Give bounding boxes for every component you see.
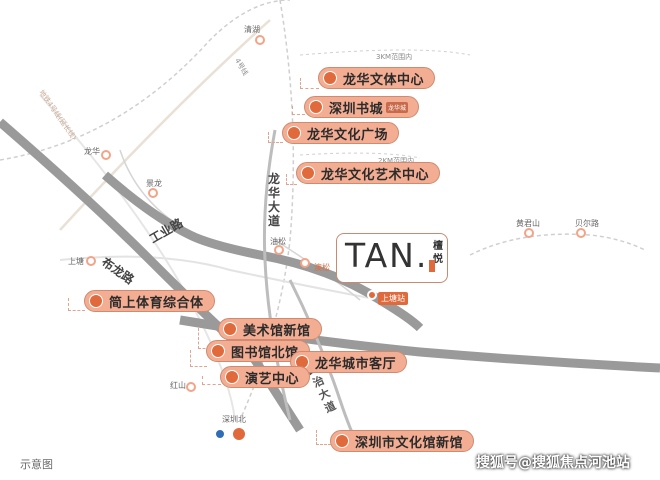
- landmark-label: 龙华文化艺术中心: [321, 167, 430, 183]
- station-node-shangtang-metro: [367, 290, 377, 300]
- station-label-qinghu: 清湖: [244, 25, 260, 34]
- building-icon: [287, 126, 301, 140]
- landmark-label: 龙华城市客厅: [315, 356, 397, 372]
- station-label-jinglong: 景龙: [146, 179, 162, 188]
- leader-10: [316, 430, 331, 445]
- station-node-jinglong: [148, 188, 158, 198]
- leader-5: [68, 298, 85, 311]
- building-icon: [335, 434, 349, 448]
- project-logo-text: TAN.: [345, 236, 429, 275]
- station-label-huangjunshan: 黄君山: [516, 219, 540, 228]
- landmark-longhua-wenhua-guangchang[interactable]: 龙华文化广场: [282, 122, 400, 144]
- project-name: 檀悦: [433, 241, 443, 265]
- range-arc-3km: [299, 49, 471, 56]
- building-icon: [323, 71, 337, 85]
- building-icon: [223, 322, 237, 336]
- landmark-label: 深圳市文化馆新馆: [355, 435, 464, 451]
- landmark-chengshi-keting[interactable]: 龙华城市客厅: [290, 351, 408, 373]
- station-label-qingxi: 澳松: [314, 263, 330, 272]
- leader-7: [190, 350, 207, 367]
- station-label-shangtang: 上塘: [68, 257, 84, 266]
- building-icon: [301, 166, 315, 180]
- station-label-youfu: 油松: [270, 237, 286, 246]
- landmark-jianshang-tiyu[interactable]: 简上体育综合体: [84, 290, 215, 312]
- leader-2: [292, 106, 305, 115]
- landmark-tushuguan[interactable]: 图书馆北馆: [206, 340, 310, 362]
- station-label-beierlu: 贝尔路: [575, 219, 599, 228]
- leader-4: [286, 174, 297, 185]
- building-icon: [309, 100, 323, 114]
- station-node-longhua: [101, 150, 111, 160]
- rail-icon: [214, 428, 226, 440]
- station-label-hongshan: 红山: [170, 381, 186, 390]
- metro-line-top: [0, 0, 291, 161]
- landmark-longhua-wenti[interactable]: 龙华文体中心: [318, 67, 436, 89]
- leader-1: [300, 78, 319, 89]
- station-node-qinghu: [255, 35, 265, 45]
- distance-note-2km: 2KM范围内: [378, 157, 415, 165]
- building-icon: [225, 370, 239, 384]
- landmark-meishuguan[interactable]: 美术馆新馆: [218, 318, 322, 340]
- landmark-tag: 龙华城: [386, 101, 409, 113]
- station-node-huangjunshan: [524, 228, 534, 238]
- station-node-shangtang: [86, 256, 96, 266]
- leader-9: [202, 376, 221, 385]
- project-marker[interactable]: TAN. 檀悦: [336, 233, 448, 283]
- metro-line-mid: [59, 255, 381, 301]
- landmark-label: 演艺中心: [245, 371, 300, 387]
- station-node-beierlu: [576, 228, 586, 238]
- distance-note-3km: 3KM范围内: [376, 53, 413, 61]
- station-node-qingxi: [300, 258, 310, 268]
- landmark-label: 深圳书城: [329, 101, 384, 117]
- station-label-shenzhenbei: 深圳北: [222, 415, 246, 424]
- project-accent-bar: [429, 260, 435, 272]
- landmark-wenhuaguan[interactable]: 深圳市文化馆新馆: [330, 430, 475, 452]
- watermark: 搜狐号@搜狐焦点河池站: [476, 455, 630, 471]
- road-label-longhua-dadao: 龙华大道: [268, 172, 281, 228]
- map-caption: 示意图: [20, 458, 53, 471]
- station-label-shangtang-pill: 上塘站: [378, 292, 408, 305]
- landmark-label: 龙华文化广场: [307, 127, 389, 143]
- landmark-label: 龙华文体中心: [343, 72, 425, 88]
- landmark-label: 简上体育综合体: [109, 295, 204, 311]
- building-icon: [89, 294, 103, 308]
- station-node-youfu: [274, 245, 284, 255]
- metro-line-east: [469, 233, 646, 256]
- building-icon: [211, 344, 225, 358]
- landmark-label: 美术馆新馆: [243, 323, 311, 339]
- landmark-longhua-yishu-zhongxin[interactable]: 龙华文化艺术中心: [296, 162, 441, 184]
- station-label-longhua: 龙华: [84, 147, 100, 156]
- station-node-hongshan: [186, 382, 196, 392]
- leader-3: [268, 132, 283, 143]
- landmark-yanyi-zhongxin[interactable]: 演艺中心: [220, 366, 311, 388]
- landmark-label: 图书馆北馆: [231, 345, 299, 361]
- landmark-shenzhen-shucheng[interactable]: 深圳书城 龙华城: [304, 96, 420, 118]
- station-node-shenzhenbei: [231, 426, 247, 442]
